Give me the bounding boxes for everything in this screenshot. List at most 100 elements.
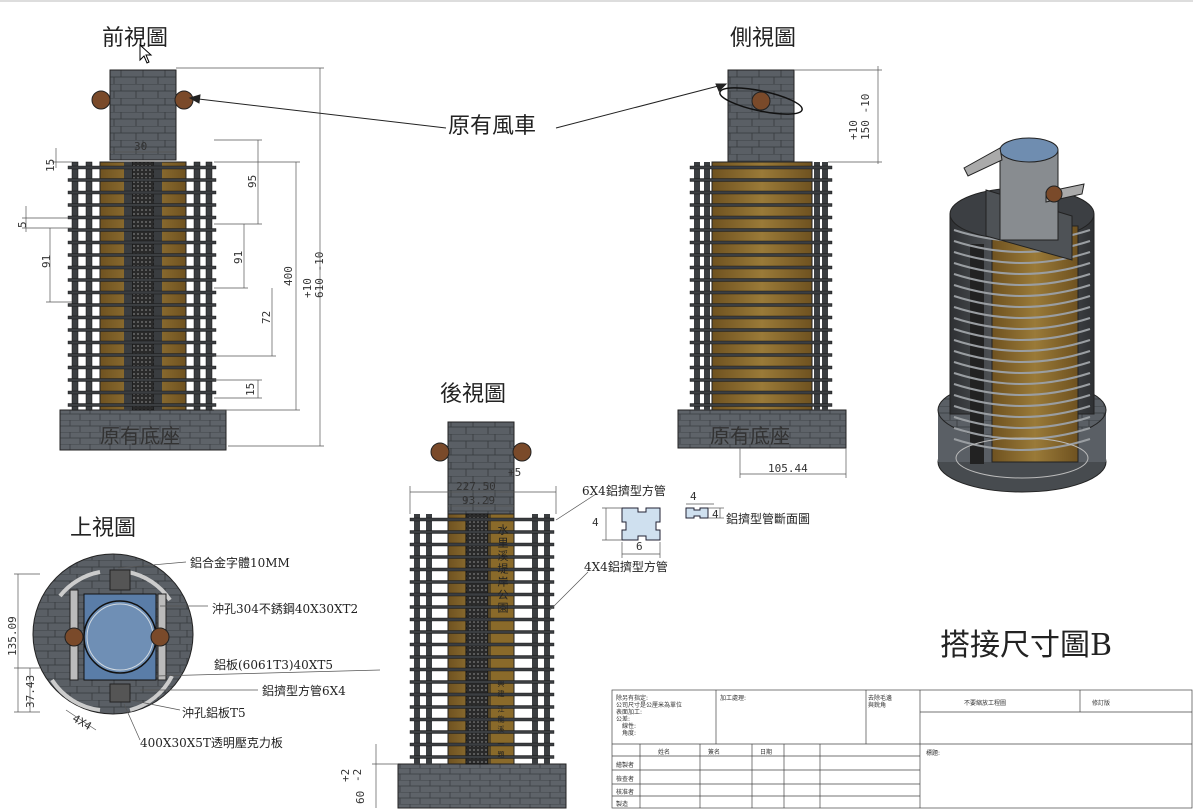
tb-note-0: 除另有指定:	[616, 695, 649, 702]
tube-6x4-label: 6X4鋁擠型方管	[582, 484, 666, 498]
dim-front-91b: 91	[232, 250, 245, 264]
dim-back-top-b: 93.29	[462, 494, 496, 507]
back-ring-0	[409, 517, 555, 522]
side-gold-panel	[711, 161, 813, 411]
side-view	[677, 66, 882, 478]
iso-ring-12	[953, 361, 1091, 374]
back-ring-15	[409, 705, 555, 709]
iso-ring-9	[953, 328, 1091, 341]
side-ring-12	[689, 315, 833, 320]
side-ring-6	[689, 240, 833, 245]
front-ring-0	[67, 165, 217, 170]
side-ring-11	[689, 303, 833, 307]
side-ring-2	[689, 190, 833, 195]
iso-ring-10	[953, 339, 1091, 352]
callout-perforated-steel: 沖孔304不銹鋼40X30XT2	[212, 602, 359, 616]
front-ring-13	[67, 328, 217, 332]
back-ring-9	[409, 630, 555, 634]
tb-col-sign: 簽名	[708, 749, 721, 756]
back-ring-1	[409, 530, 555, 534]
front-view	[22, 67, 324, 451]
back-ring-2	[409, 542, 555, 547]
iso-ring-5	[953, 284, 1091, 297]
tube-section-detail	[602, 503, 724, 558]
top-hub-l	[64, 627, 84, 647]
tb-revision: 修訂版	[1092, 700, 1111, 707]
back-post-l1	[414, 514, 420, 764]
windmill-label: 原有風車	[448, 114, 537, 139]
front-ring-6	[67, 240, 217, 245]
back-ring-3	[409, 555, 555, 559]
iso-ring-19	[953, 438, 1091, 451]
side-ring-19	[689, 403, 833, 407]
tb-title: 標題:	[926, 750, 941, 757]
callout-acrylic: 400X30X5T透明壓克力板	[140, 736, 283, 750]
dim-section-4a: 4	[592, 516, 599, 529]
back-ring-17	[409, 730, 555, 734]
side-rings	[689, 165, 833, 407]
dim-front-total: +10 610 -10	[301, 251, 326, 298]
top-arc-4	[129, 675, 174, 712]
top-arc-2	[127, 570, 172, 602]
front-ring-14	[67, 340, 217, 345]
back-windmill-left	[430, 442, 450, 462]
side-ring-14	[689, 340, 833, 345]
dim-front-400: 400	[282, 266, 295, 286]
side-ring-13	[689, 328, 833, 332]
front-ring-17	[67, 378, 217, 382]
side-ring-17	[689, 378, 833, 382]
dim-front-91a: 91	[40, 254, 53, 268]
back-ring-14	[409, 692, 555, 697]
front-post-l2	[85, 161, 93, 411]
front-strip-r	[154, 162, 162, 410]
top-notch-t	[109, 569, 131, 591]
dim-top-37: 37.43	[24, 674, 37, 708]
front-perforated-strip	[131, 161, 155, 411]
back-ring-4	[409, 567, 555, 572]
tb-col-name: 姓名	[658, 749, 671, 756]
iso-ring-2	[953, 251, 1091, 264]
side-post-l2	[704, 162, 710, 410]
dim-back-top-tol: +5	[508, 466, 522, 479]
back-post-l2	[426, 514, 432, 764]
side-base-label: 原有底座	[710, 424, 790, 448]
callout-perforated-al: 沖孔鋁板T5	[182, 706, 246, 720]
dim-back-top-a: 227.50	[456, 480, 496, 493]
tb-col-date: 日期	[760, 749, 773, 756]
iso-ring-16	[953, 405, 1091, 418]
tube-4x4-label: 4X4鋁擠型方管	[584, 560, 668, 574]
callout-letter-alloy: 鋁合金字體10MM	[190, 556, 290, 570]
top-arc-3	[50, 678, 101, 712]
front-ring-8	[67, 265, 217, 270]
side-post-r2	[822, 162, 828, 410]
side-ring-8	[689, 265, 833, 270]
iso-blade-l	[963, 147, 1003, 177]
front-ring-18	[67, 390, 217, 395]
tb-no-scale-drawing: 不要縮放工程圖	[964, 700, 1007, 707]
iso-ring-4	[953, 273, 1091, 286]
dim-back-bottom-60: 60	[354, 790, 367, 804]
front-windmill-left	[91, 90, 111, 110]
front-ring-11	[67, 303, 217, 307]
side-ring-15	[689, 353, 833, 357]
tb-finish: 加工處理:	[720, 695, 747, 702]
front-ring-12	[67, 315, 217, 320]
back-windmill-right	[512, 442, 532, 462]
side-ring-7	[689, 253, 833, 257]
side-windmill-hub	[751, 91, 771, 111]
iso-ring-15	[953, 394, 1091, 407]
title-block-lines	[611, 689, 1193, 809]
front-ring-19	[67, 403, 217, 407]
tb-row-draw: 繪製者	[616, 762, 635, 769]
side-ring-3	[689, 203, 833, 207]
top-view-title: 上視圖	[70, 516, 137, 541]
back-ring-18	[409, 742, 555, 747]
side-windmill-blade	[719, 87, 803, 115]
back-ring-12	[409, 667, 555, 672]
front-ring-9	[67, 278, 217, 282]
tb-row-check: 檢查者	[616, 776, 635, 783]
top-notch-b	[109, 683, 131, 703]
dim-side-bottom: 105.44	[768, 462, 808, 475]
iso-ring-17	[953, 416, 1091, 429]
side-ring-9	[689, 278, 833, 282]
